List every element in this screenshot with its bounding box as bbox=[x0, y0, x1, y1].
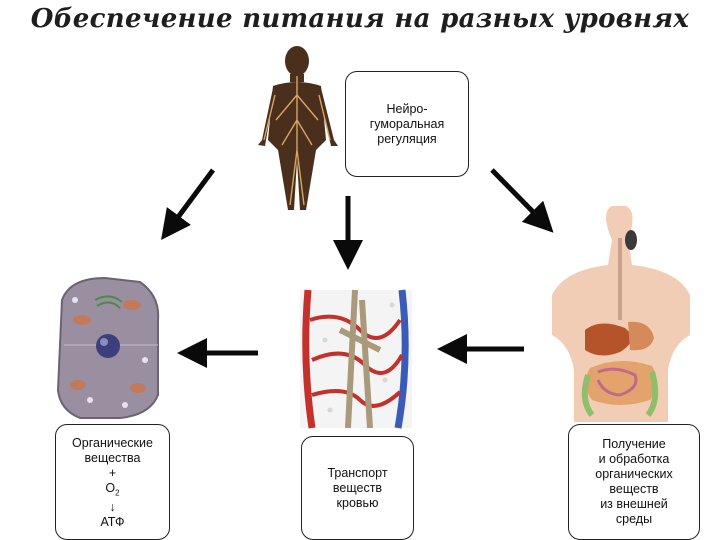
oxygen-subscript: 2 bbox=[115, 488, 120, 498]
arrow-neuro-to-digestion bbox=[490, 168, 554, 233]
oxygen-formula: O2 bbox=[105, 481, 119, 501]
cell-metabolism-box: Органические вещества + O2 ↓ АТФ bbox=[55, 424, 170, 540]
blood-vessels-illustration bbox=[300, 289, 412, 429]
down-arrow-icon: ↓ bbox=[109, 500, 116, 515]
atp-label: АТФ bbox=[100, 515, 125, 530]
digestive-system-illustration bbox=[552, 206, 690, 422]
arrow-neuro-to-cell bbox=[161, 168, 216, 241]
nervous-system-figure bbox=[258, 46, 338, 210]
organic-substances-line2: вещества bbox=[84, 450, 141, 465]
cell-illustration bbox=[56, 276, 160, 419]
oxygen-symbol: O bbox=[105, 480, 116, 495]
plus-sign: + bbox=[108, 465, 117, 480]
page-title: Обеспечение питания на разных уровнях bbox=[30, 4, 690, 34]
neurohumoral-regulation-box: Нейро- гуморальная регуляция bbox=[345, 71, 469, 177]
organic-substances-line1: Органические bbox=[72, 435, 153, 450]
digestion-box: Получение и обработка органических вещес… bbox=[568, 424, 700, 540]
blood-transport-box: Транспорт веществ кровью bbox=[301, 436, 414, 540]
